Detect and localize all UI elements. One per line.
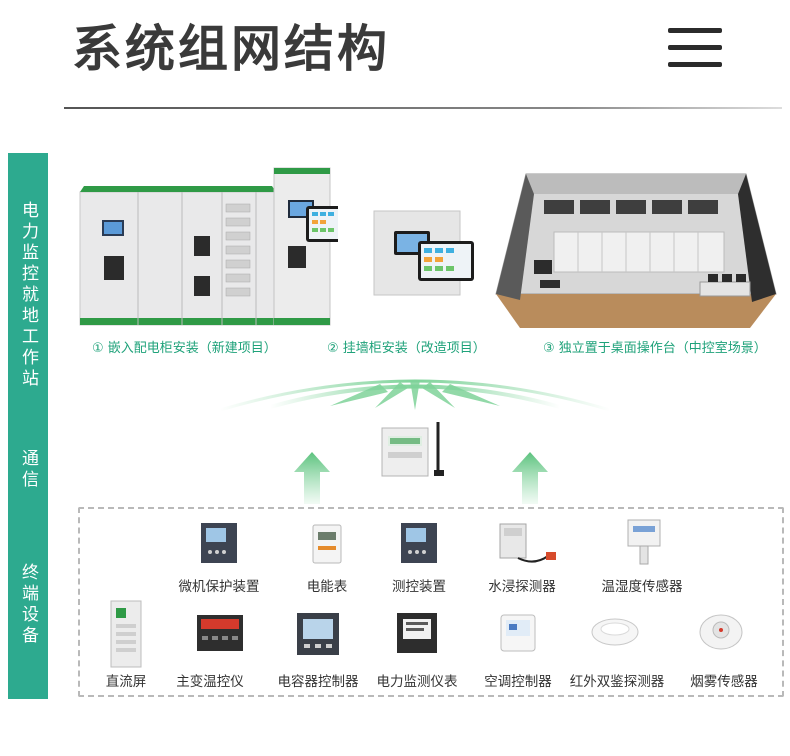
device-label-capacitor-controller: 电容器控制器 [277,674,359,690]
relay-protection-icon [201,523,237,563]
wall-mounted-cabinet-illustration [373,210,474,296]
scene-caption-wall: ② 挂墙柜安装（改造项目） [327,341,486,356]
upward-arrow-left-icon [294,452,330,504]
side-label-comm: 通信 [18,449,38,491]
wireless-signal-icon [219,379,611,412]
device-label-energy-meter: 电能表 [306,579,348,595]
power-meter-icon [397,613,437,653]
side-bar [8,153,48,699]
page-title: 系统组网结构 [72,20,390,78]
scene-caption-desktop: ③ 独立置于桌面操作台（中控室场景） [543,341,767,356]
title-divider [64,107,782,109]
transformer-temp-controller-icon [197,615,243,651]
ac-controller-icon [500,614,536,652]
device-label-smoke-sensor: 烟雾传感器 [690,674,758,690]
water-leak-detector-icon [499,523,556,563]
side-label-station: 电力监控就地工作站 [18,200,38,390]
infrared-detector-icon [591,618,639,646]
device-label-temp-humidity: 温湿度传感器 [601,579,683,595]
upward-arrow-right-icon [512,452,548,504]
smoke-sensor-icon [699,614,743,650]
dc-panel-icon [110,600,142,668]
device-label-dc-panel: 直流屏 [105,674,147,690]
control-room-illustration [495,173,777,328]
device-label-power-meter: 电力监测仪表 [376,674,458,690]
switchgear-cabinet-illustration [79,167,338,326]
device-label-infrared-detector: 红外双鉴探测器 [569,674,665,690]
device-label-transformer-temp: 主变温控仪 [176,674,244,690]
temp-humidity-sensor-icon [627,519,661,565]
device-label-ac-controller: 空调控制器 [484,674,552,690]
device-label-measure-control: 测控装置 [392,579,446,595]
hamburger-menu-icon[interactable] [668,26,722,70]
capacitor-controller-icon [297,613,339,655]
comm-gateway-icon [381,422,444,477]
measure-control-icon [401,523,437,563]
device-label-relay-protection: 微机保护装置 [178,579,260,595]
side-label-devices: 终端设备 [18,563,38,647]
energy-meter-icon [312,524,342,564]
device-label-water-leak: 水浸探测器 [488,579,556,595]
terminal-devices-box [78,507,784,697]
scene-caption-embedded: ① 嵌入配电柜安装（新建项目） [92,341,277,356]
